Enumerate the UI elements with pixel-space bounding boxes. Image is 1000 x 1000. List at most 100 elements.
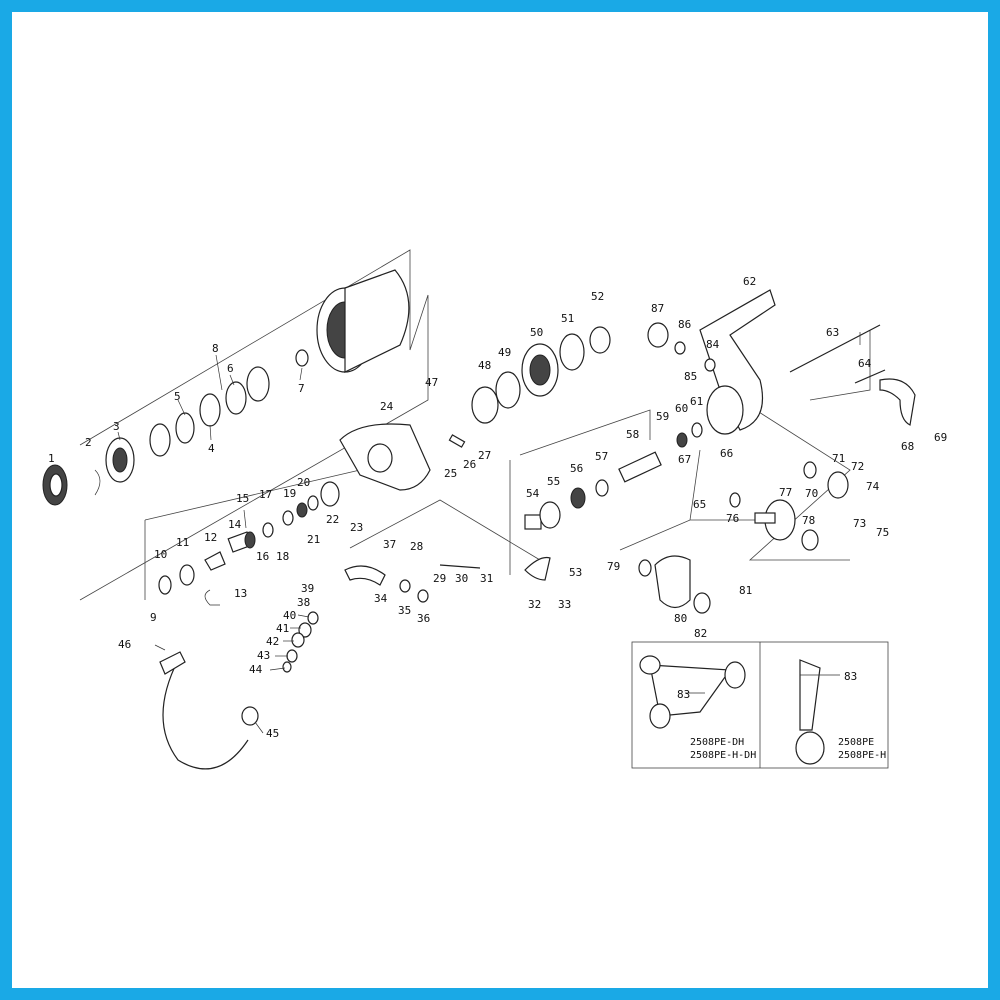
shaft-77 [754, 512, 776, 524]
label-64: 64 [858, 357, 872, 370]
ring-44 [282, 661, 292, 673]
label-76: 76 [726, 512, 739, 525]
label-82: 82 [694, 627, 707, 640]
ring-19 [282, 510, 294, 526]
label-11: 11 [176, 536, 189, 549]
screw-36 [417, 589, 429, 603]
label-31: 31 [480, 572, 493, 585]
single-knob [795, 731, 825, 765]
label-13: 13 [234, 587, 247, 600]
label-60: 60 [675, 402, 688, 415]
washer-6b [246, 366, 270, 402]
cover-80 [654, 555, 691, 609]
label-53: 53 [569, 566, 582, 579]
label-57: 57 [595, 450, 608, 463]
label-40: 40 [283, 609, 296, 622]
clip-13 [204, 589, 220, 606]
label-19: 19 [283, 487, 296, 500]
bearing-78 [801, 529, 819, 551]
bail-arm-46 [159, 651, 186, 675]
collar-55 [539, 501, 561, 529]
bail-wire [162, 659, 249, 770]
washer-11 [179, 564, 195, 586]
label-68: 68 [901, 440, 914, 453]
label-73: 73 [853, 517, 866, 530]
label-61: 61 [690, 395, 703, 408]
bail-arm-34 [344, 565, 386, 586]
label-71: 71 [832, 452, 845, 465]
clip-2 [94, 469, 101, 496]
pinion-58 [618, 451, 662, 483]
bracket-12 [204, 551, 226, 571]
part-labels: 1 2 3 4 5 6 7 8 9 10 11 12 13 14 15 16 1… [48, 275, 947, 740]
gear-71 [827, 471, 849, 499]
label-65: 65 [693, 498, 706, 511]
label-29: 29 [433, 572, 446, 585]
ring-42 [291, 632, 305, 648]
cap-87 [647, 322, 669, 348]
bearing-20 [296, 502, 308, 518]
washer-82 [693, 592, 711, 614]
label-84: 84 [706, 338, 720, 351]
label-62: 62 [743, 275, 756, 288]
body-housing [706, 385, 744, 435]
ring-43 [286, 649, 298, 663]
double-knob-b [724, 661, 746, 689]
bail-32 [524, 556, 551, 581]
label-43: 43 [257, 649, 270, 662]
label-80: 80 [674, 612, 687, 625]
label-24: 24 [380, 400, 394, 413]
label-50: 50 [530, 326, 543, 339]
ring-61 [691, 422, 703, 438]
roller-35 [399, 579, 411, 593]
label-52: 52 [591, 290, 604, 303]
label-54: 54 [526, 487, 540, 500]
body-62 [699, 289, 776, 431]
label-41: 41 [276, 622, 289, 635]
label-3: 3 [113, 420, 120, 433]
label-6: 6 [227, 362, 234, 375]
label-56: 56 [570, 462, 583, 475]
label-85: 85 [684, 370, 697, 383]
ring-76 [729, 492, 741, 508]
label-5: 5 [174, 390, 181, 403]
label-1: 1 [48, 452, 55, 465]
label-15: 15 [236, 492, 249, 505]
label-38: 38 [297, 596, 310, 609]
label-10: 10 [154, 548, 167, 561]
shaft-64 [854, 369, 886, 384]
label-77: 77 [779, 486, 792, 499]
washer-5 [175, 412, 195, 444]
washer-6 [225, 381, 247, 415]
label-21: 21 [307, 533, 320, 546]
variant-right-line2: 2508PE-H [838, 750, 886, 761]
label-2: 2 [85, 436, 92, 449]
double-handle [649, 664, 732, 717]
spring-30 [439, 564, 481, 569]
ring-57 [595, 479, 609, 497]
gear-50-inner [529, 354, 551, 386]
label-39: 39 [301, 582, 314, 595]
nut-7 [295, 349, 309, 367]
washer-51 [559, 333, 585, 371]
label-51: 51 [561, 312, 574, 325]
label-83-double: 83 [677, 688, 690, 701]
label-81: 81 [739, 584, 752, 597]
washer-4b [199, 393, 221, 427]
label-27: 27 [478, 449, 491, 462]
label-75: 75 [876, 526, 889, 539]
label-59: 59 [656, 410, 669, 423]
label-58: 58 [626, 428, 639, 441]
label-22: 22 [326, 513, 339, 526]
variant-left-line2: 2508PE-H-DH [690, 750, 756, 761]
ring-49 [495, 371, 521, 409]
double-knob-a [639, 655, 661, 675]
double-knob-c [649, 703, 671, 729]
label-66: 66 [720, 447, 733, 460]
label-42: 42 [266, 635, 279, 648]
shaft-63 [789, 324, 881, 373]
label-8: 8 [212, 342, 219, 355]
collar-54 [524, 514, 542, 530]
bearing-52 [589, 326, 611, 354]
